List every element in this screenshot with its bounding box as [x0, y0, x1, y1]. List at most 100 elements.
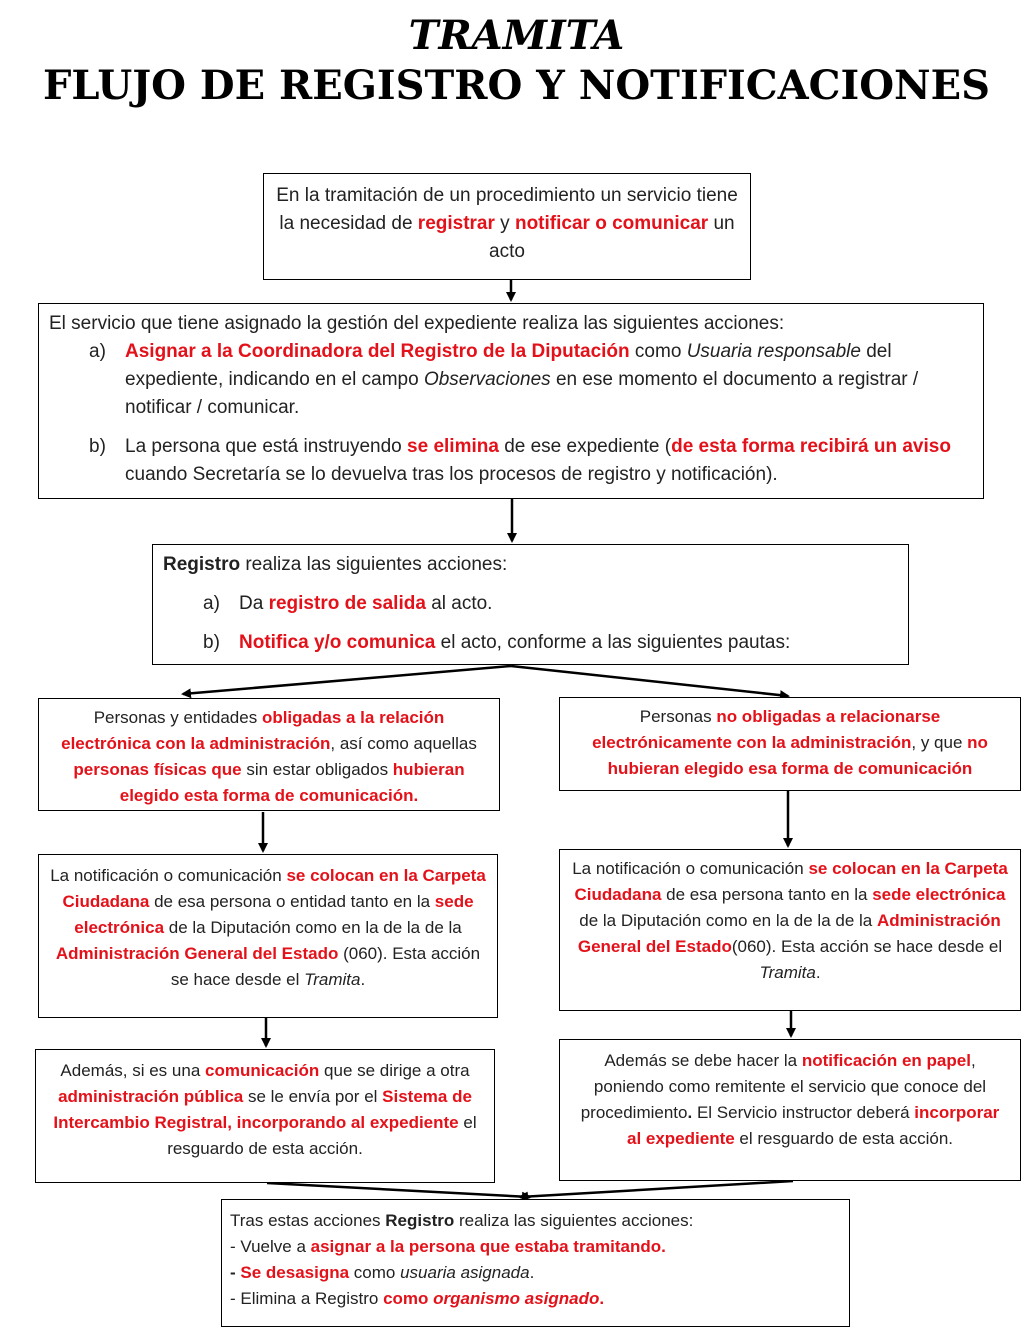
highlight-sir: Sistema de Intercambio Registral, incorp… [53, 1087, 472, 1132]
box-left-intercambio: Además, si es una comunicación que se di… [35, 1049, 495, 1183]
highlight-sede: sede electrónica [872, 885, 1006, 904]
highlight-carpeta: se colocan en la Carpeta Ciudadana [574, 859, 1008, 904]
item-text: - Elimina a Registro [230, 1289, 384, 1308]
item-text: del expediente, indicando en el campo [125, 341, 892, 390]
italic-tramita: Tramita [304, 970, 361, 989]
item-text: El Servicio instructor deberá [692, 1103, 915, 1122]
item-text: de esa persona tanto en la [661, 885, 873, 904]
item-text: realiza las siguientes acciones: [454, 1211, 694, 1230]
italic-usuaria-asignada: usuaria asignada [400, 1263, 530, 1282]
box-right-papel: Además se debe hacer la notificación en … [559, 1039, 1021, 1181]
box-final: Tras estas acciones Registro realiza las… [221, 1199, 850, 1327]
highlight-age: Administración General del Estado [577, 911, 1001, 956]
item-text: de la Diputación como en la de la de la [579, 911, 877, 930]
item-text: , poniendo como remitente el servicio qu… [580, 1051, 987, 1122]
item-text: Personas y entidades [93, 708, 262, 727]
item-text: en ese momento el documento a registrar … [125, 369, 919, 418]
item-text: (060). Esta acción se hace desde el [731, 937, 1003, 956]
registro-item-b: b) Notifica y/o comunica el acto, confor… [163, 629, 898, 657]
list-marker: b) [89, 436, 106, 457]
item-text: el resguardo de esta acción. [167, 1113, 477, 1158]
final-item-1: - Vuelve a asignar a la persona que esta… [230, 1234, 841, 1260]
arrow-3-to-left [181, 664, 512, 699]
servicio-intro: El servicio que tiene asignado la gestió… [49, 313, 785, 334]
highlight-no-obligadas: no obligadas a relacionarse electrónicam… [592, 707, 941, 752]
item-text: Personas [639, 707, 717, 726]
highlight-registrar: registrar [417, 213, 495, 234]
item-text: , así como aquellas [330, 734, 477, 753]
item-text: sin estar obligados [241, 760, 393, 779]
item-text: . [529, 1263, 535, 1282]
highlight-incorporar: incorporar al expediente [626, 1103, 1000, 1148]
italic-tramita: Tramita [759, 963, 816, 982]
highlight-notifica: Notifica y/o comunica [239, 632, 436, 653]
item-text: de esa persona o entidad tanto en la [149, 892, 435, 911]
arrow-left3-to-final [266, 1181, 532, 1202]
list-marker: b) [203, 632, 220, 653]
highlight-period: . [599, 1289, 605, 1308]
italic-usuaria: Usuaria responsable [686, 341, 861, 362]
bold-dash: - [230, 1263, 241, 1282]
item-text: como [629, 341, 687, 362]
item-text: el resguardo de esta acción. [734, 1129, 954, 1148]
highlight-age: Administración General del Estado [55, 944, 339, 963]
highlight-no-hubieran: no hubieran elegido esa forma de comunic… [607, 733, 988, 778]
box-servicio: El servicio que tiene asignado la gestió… [38, 303, 984, 499]
title-line-2: FLUJO DE REGISTRO Y NOTIFICACIONES [43, 62, 990, 109]
final-item-3: - Elimina a Registro como organismo asig… [230, 1286, 841, 1312]
list-marker: a) [89, 341, 106, 362]
highlight-comunicacion: comunicación [205, 1061, 320, 1080]
item-text: Además, si es una [60, 1061, 205, 1080]
list-marker: a) [203, 593, 220, 614]
bold-registro: Registro [385, 1211, 455, 1230]
item-text: realiza las siguientes acciones: [240, 554, 508, 575]
item-text: como [349, 1263, 401, 1282]
highlight-obligadas: obligadas a la relación electrónica con … [61, 708, 445, 753]
item-text: La persona que está instruyendo [125, 436, 408, 457]
highlight-notificar: notificar o comunicar [514, 213, 709, 234]
bold-registro: Registro [163, 554, 241, 575]
highlight-papel: notificación en papel [801, 1051, 971, 1070]
highlight-asignar: Asignar a la Coordinadora del Registro d… [125, 341, 630, 362]
highlight-asignar-persona: asignar a la persona que estaba tramitan… [310, 1237, 666, 1256]
item-text: . [360, 970, 366, 989]
item-text: de la Diputación como en la de la de la [164, 918, 462, 937]
highlight-como: como [383, 1289, 434, 1308]
item-text: Tras estas acciones [230, 1211, 386, 1230]
box-right-no-obligadas: Personas no obligadas a relacionarse ele… [559, 697, 1021, 791]
item-text: el acto, conforme a las siguientes pauta… [435, 632, 791, 653]
highlight-se-elimina: se elimina [407, 436, 499, 457]
highlight-personas-fisicas: personas físicas que [73, 760, 242, 779]
highlight-admin-publica: administración pública [58, 1087, 244, 1106]
final-intro: Tras estas acciones Registro realiza las… [230, 1208, 841, 1234]
box-start: En la tramitación de un procedimiento un… [263, 173, 751, 280]
box-start-text: y [494, 213, 515, 234]
servicio-item-a: a) Asignar a la Coordinadora del Registr… [49, 338, 973, 422]
registro-item-a: a) Da registro de salida al acto. [163, 590, 898, 618]
item-text: , y que [911, 733, 968, 752]
item-text: al acto. [425, 593, 493, 614]
item-text: - Vuelve a [230, 1237, 311, 1256]
italic-observaciones: Observaciones [423, 369, 551, 390]
registro-intro: Registro realiza las siguientes acciones… [163, 551, 898, 579]
highlight-hubieran-elegido: hubieran elegido esta forma de comunicac… [119, 760, 465, 805]
title-line-1: TRAMITA [408, 12, 625, 59]
highlight-registro-salida: registro de salida [268, 593, 426, 614]
box-registro: Registro realiza las siguientes acciones… [152, 544, 909, 665]
bold-period: . [687, 1103, 693, 1122]
item-text: La notificación o comunicación [572, 859, 809, 878]
box-start-text: un acto [489, 213, 735, 262]
highlight-sede: sede electrónica [74, 892, 474, 937]
servicio-item-b: b) La persona que está instruyendo se el… [49, 433, 973, 489]
box-left-carpeta: La notificación o comunicación se coloca… [38, 854, 498, 1018]
item-text: que se dirige a otra [319, 1061, 470, 1080]
item-text: La notificación o comunicación [50, 866, 287, 885]
highlight-se-desasigna: Se desasigna [240, 1263, 350, 1282]
item-text: de ese expediente ( [498, 436, 672, 457]
item-text: . [815, 963, 821, 982]
box-left-obligadas: Personas y entidades obligadas a la rela… [38, 698, 500, 811]
item-text: Además se debe hacer la [604, 1051, 802, 1070]
box-right-carpeta: La notificación o comunicación se coloca… [559, 849, 1021, 1011]
highlight-carpeta: se colocan en la Carpeta Ciudadana [62, 866, 486, 911]
